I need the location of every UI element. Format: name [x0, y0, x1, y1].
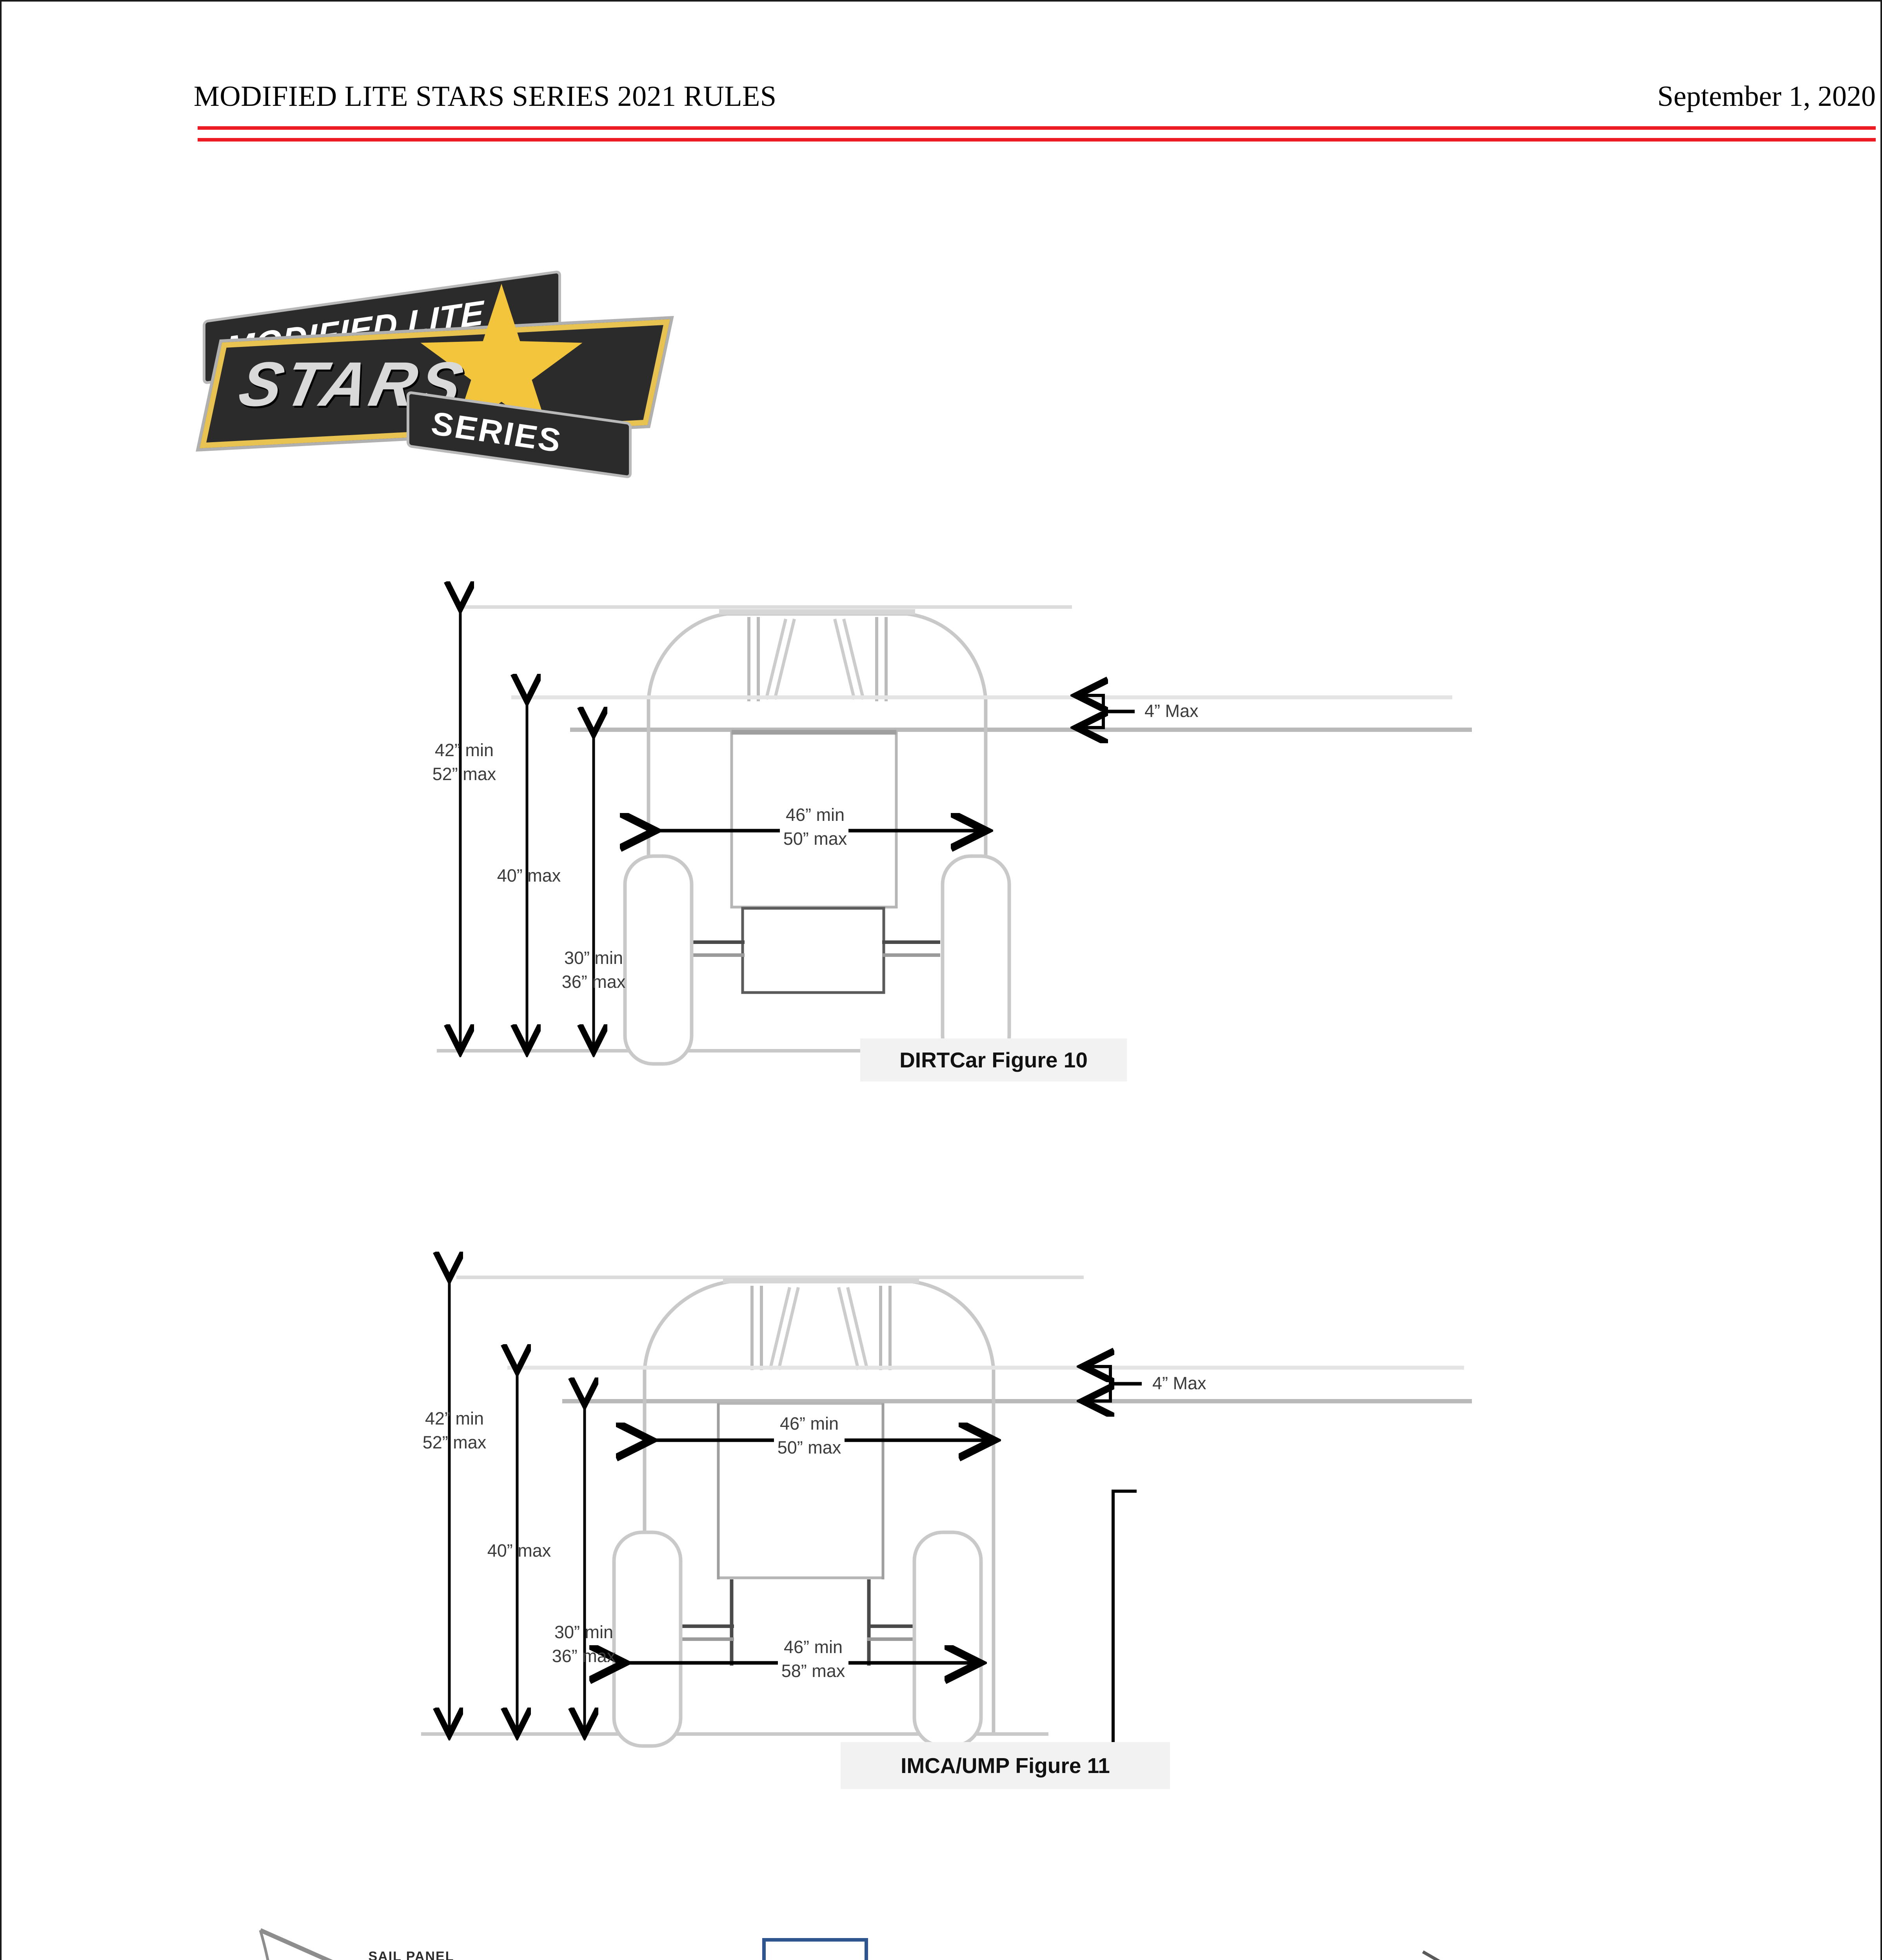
page-header: MODIFIED LITE STARS SERIES 2021 RULES Se…	[194, 80, 1876, 154]
fig11-body-width-label: 46” min 50” max	[777, 1414, 841, 1457]
figure-11-drawing	[421, 1248, 1472, 1748]
rear-spoiler-drawing	[1422, 1950, 1441, 1960]
header-rule-bottom	[198, 138, 1876, 142]
header-rule-top	[198, 126, 1876, 130]
figure-10-drawing	[437, 582, 1472, 1066]
figure-13-blue-rectangle	[762, 1938, 868, 1960]
fig10-overhang-label: 4” Max	[1144, 701, 1199, 721]
sail-panel-drawing	[259, 1928, 333, 1960]
header-date: September 1, 2020	[1657, 80, 1876, 113]
figure-13-sail-panel: SAIL PANEL 1" max. curve at center no to…	[245, 1899, 774, 1960]
fig11-height-label: 42” min 52” max	[422, 1408, 487, 1452]
header-title: MODIFIED LITE STARS SERIES 2021 RULES	[194, 80, 777, 113]
fig10-body-top-label: 40” max	[497, 866, 561, 886]
logo-text-series: SERIES	[431, 404, 562, 460]
figure-11-caption: IMCA/UMP Figure 11	[841, 1742, 1170, 1789]
sail-panel-title: SAIL PANEL	[368, 1949, 454, 1960]
figure-13-rear-spoiler: 3” max 4” min 20” min 38” max	[1346, 1915, 1856, 1960]
figure-11: 42” min 52” max 40” max 30” min 36” max …	[413, 1248, 1550, 1805]
figure-10-caption: DIRTCar Figure 10	[860, 1038, 1127, 1082]
fig10-deck-height-label: 30” min 36” max	[561, 948, 626, 992]
series-logo: MODIFIED LITE STARS SERIES	[198, 260, 699, 476]
fig10-body-width-label: 46” min 50” max	[783, 805, 847, 849]
figure-10: 42” min 52” max 40” max 30” min 36” max …	[413, 582, 1511, 1107]
fig11-body-top-label: 40” max	[487, 1541, 551, 1561]
fig10-height-label: 42” min 52” max	[432, 740, 496, 784]
fig11-overhang-label: 4” Max	[1152, 1373, 1206, 1393]
fig11-axle-width-label: 46” min 58” max	[781, 1637, 845, 1681]
fig11-deck-height-label: 30” min 36” max	[552, 1622, 616, 1666]
